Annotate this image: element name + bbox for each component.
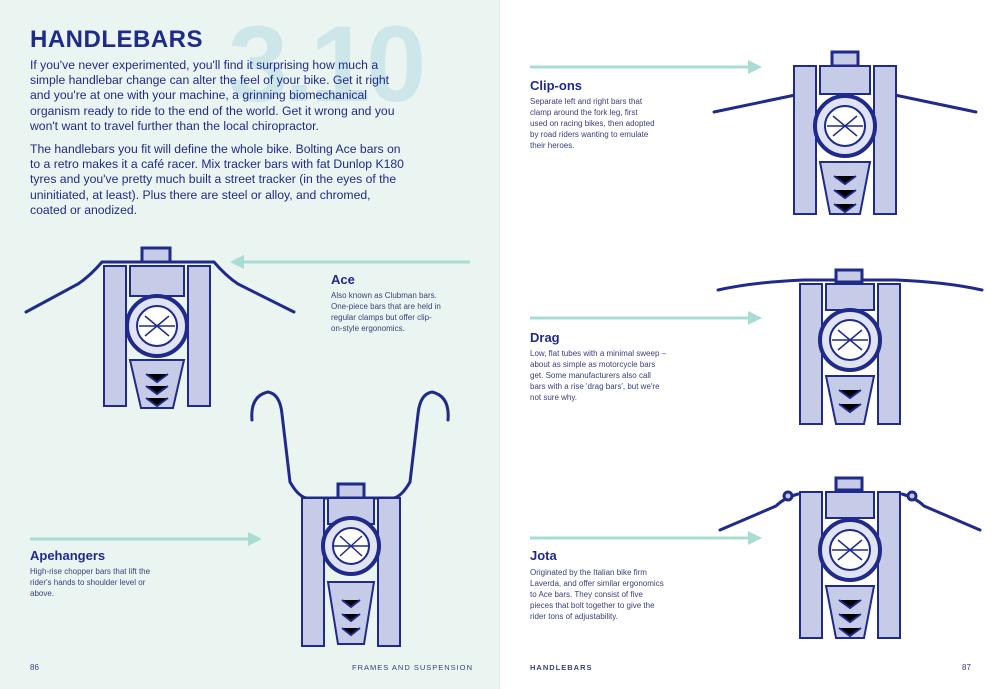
drag-arrow [530,311,762,325]
left-page: 3.10 HANDLEBARS If you've never experime… [0,0,500,689]
page-number-left: 86 [30,663,39,672]
clipons-arrow [530,60,762,74]
jota-arrow [530,531,762,545]
apehangers-arrow [30,532,262,546]
ace-arrow [230,255,470,269]
apehanger-bars-illustration [250,390,450,647]
intro-text: If you've never experimented, you'll fin… [30,58,410,226]
ace-description: Also known as Clubman bars. One-piece ba… [331,291,441,333]
intro-paragraph-2: The handlebars you fit will define the w… [30,142,404,217]
intro-paragraph-1: If you've never experimented, you'll fin… [30,58,395,133]
running-head-left: FRAMES AND SUSPENSION [352,663,474,672]
jota-bars-illustration [718,476,982,639]
drag-description: Low, flat tubes with a minimal sweep – a… [530,349,667,402]
apehangers-label: Apehangers [30,548,106,563]
chapter-number: 3.10 [228,3,426,124]
apehangers-description: High-rise chopper bars that lift the rid… [30,567,151,598]
drag-bars-illustration [716,268,984,425]
right-page: Clip-ons Separate left and right bars th… [500,0,1000,689]
page-number-right: 87 [962,663,971,672]
drag-label: Drag [530,330,560,345]
ace-bars-illustration [24,246,296,409]
clipons-description: Separate left and right bars that clamp … [530,97,655,150]
clipon-bars-illustration [712,50,978,215]
clipons-label: Clip-ons [530,78,582,93]
jota-label: Jota [530,548,557,563]
jota-description: Originated by the Italian bike firm Lave… [530,568,664,621]
running-head-right: HANDLEBARS [530,663,593,672]
ace-label: Ace [331,272,355,287]
page-title: HANDLEBARS [30,26,203,53]
